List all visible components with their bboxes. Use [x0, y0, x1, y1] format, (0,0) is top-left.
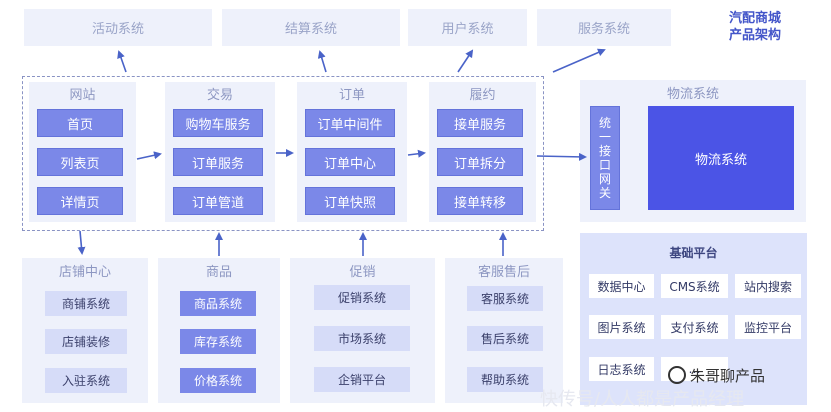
base-item-monitor: 监控平台 [735, 315, 801, 339]
watermark-secondary: 快传号/人人都是产品经理 [540, 389, 745, 409]
goods-item-price: 价格系统 [180, 368, 256, 393]
column-title: 履约 [469, 88, 496, 103]
website-item-detail: 详情页 [37, 187, 123, 215]
website-item-list: 列表页 [37, 148, 123, 176]
trade-item-order-pipeline: 订单管道 [173, 187, 263, 215]
watermark: 朱哥聊产品 [668, 364, 808, 386]
fulfillment-item-transfer: 接单转移 [437, 187, 523, 215]
goods-item-inventory: 库存系统 [180, 329, 256, 354]
arrow-to-settlement [317, 50, 327, 73]
shop-item-store: 商铺系统 [45, 291, 127, 316]
arrow-to-shop [77, 230, 86, 255]
column-title: 交易 [206, 88, 233, 103]
base-item-log: 日志系统 [589, 357, 654, 381]
logistics-title: 物流系统 [666, 87, 719, 102]
title-line-1: 汽配商城 [728, 11, 781, 26]
arrow-order-fulfillment [407, 149, 426, 158]
order-item-snapshot: 订单快照 [305, 187, 395, 215]
top-system-service: 服务系统 [537, 9, 671, 46]
base-item-cms: CMS系统 [661, 274, 728, 298]
top-system-activity: 活动系统 [24, 9, 212, 46]
support-item-cs: 客服系统 [467, 286, 543, 311]
base-platform-title: 基础平台 [669, 246, 718, 260]
column-title: 促销 [349, 265, 376, 280]
arrow-to-logistics [536, 152, 587, 161]
wechat-icon [668, 366, 686, 384]
order-item-middleware: 订单中间件 [305, 109, 395, 137]
shop-item-onboard: 入驻系统 [45, 368, 127, 393]
support-item-aftersale: 售后系统 [467, 326, 543, 351]
top-system-user: 用户系统 [408, 9, 527, 46]
trade-item-order-service: 订单服务 [173, 148, 263, 176]
arrow-website-trade [136, 151, 162, 160]
goods-item-product: 商品系统 [180, 291, 256, 316]
base-item-search: 站内搜索 [735, 274, 801, 298]
arrow-to-user [457, 49, 474, 73]
column-title: 网站 [69, 88, 96, 103]
watermark-text: 朱哥聊产品 [690, 366, 766, 385]
column-title: 店铺中心 [58, 265, 111, 280]
title-line-2: 产品架构 [728, 28, 781, 43]
logistics-core: 物流系统 [648, 106, 794, 210]
top-system-settlement: 结算系统 [222, 9, 400, 46]
support-item-help: 帮助系统 [467, 367, 543, 392]
arrow-to-service [552, 48, 606, 73]
promo-item-enterprise: 企销平台 [314, 367, 410, 392]
shop-item-decor: 店铺装修 [45, 329, 127, 354]
column-title: 客服售后 [477, 265, 530, 280]
website-item-home: 首页 [37, 109, 123, 137]
fulfillment-item-accept: 接单服务 [437, 109, 523, 137]
base-item-image: 图片系统 [589, 315, 654, 339]
core-dashed-frame [22, 76, 544, 231]
promo-item-promotion: 促销系统 [314, 285, 410, 310]
promo-item-market: 市场系统 [314, 326, 410, 351]
order-item-center: 订单中心 [305, 148, 395, 176]
column-title: 商品 [205, 265, 232, 280]
logistics-interface-gateway: 统一接口网关 [590, 106, 620, 210]
trade-item-cart: 购物车服务 [173, 109, 263, 137]
base-item-payment: 支付系统 [661, 315, 728, 339]
fulfillment-item-split: 订单拆分 [437, 148, 523, 176]
page-title: 汽配商城 产品架构 [700, 10, 810, 44]
column-title: 订单 [338, 88, 365, 103]
arrow-to-activity [117, 50, 127, 73]
base-item-data: 数据中心 [589, 274, 654, 298]
